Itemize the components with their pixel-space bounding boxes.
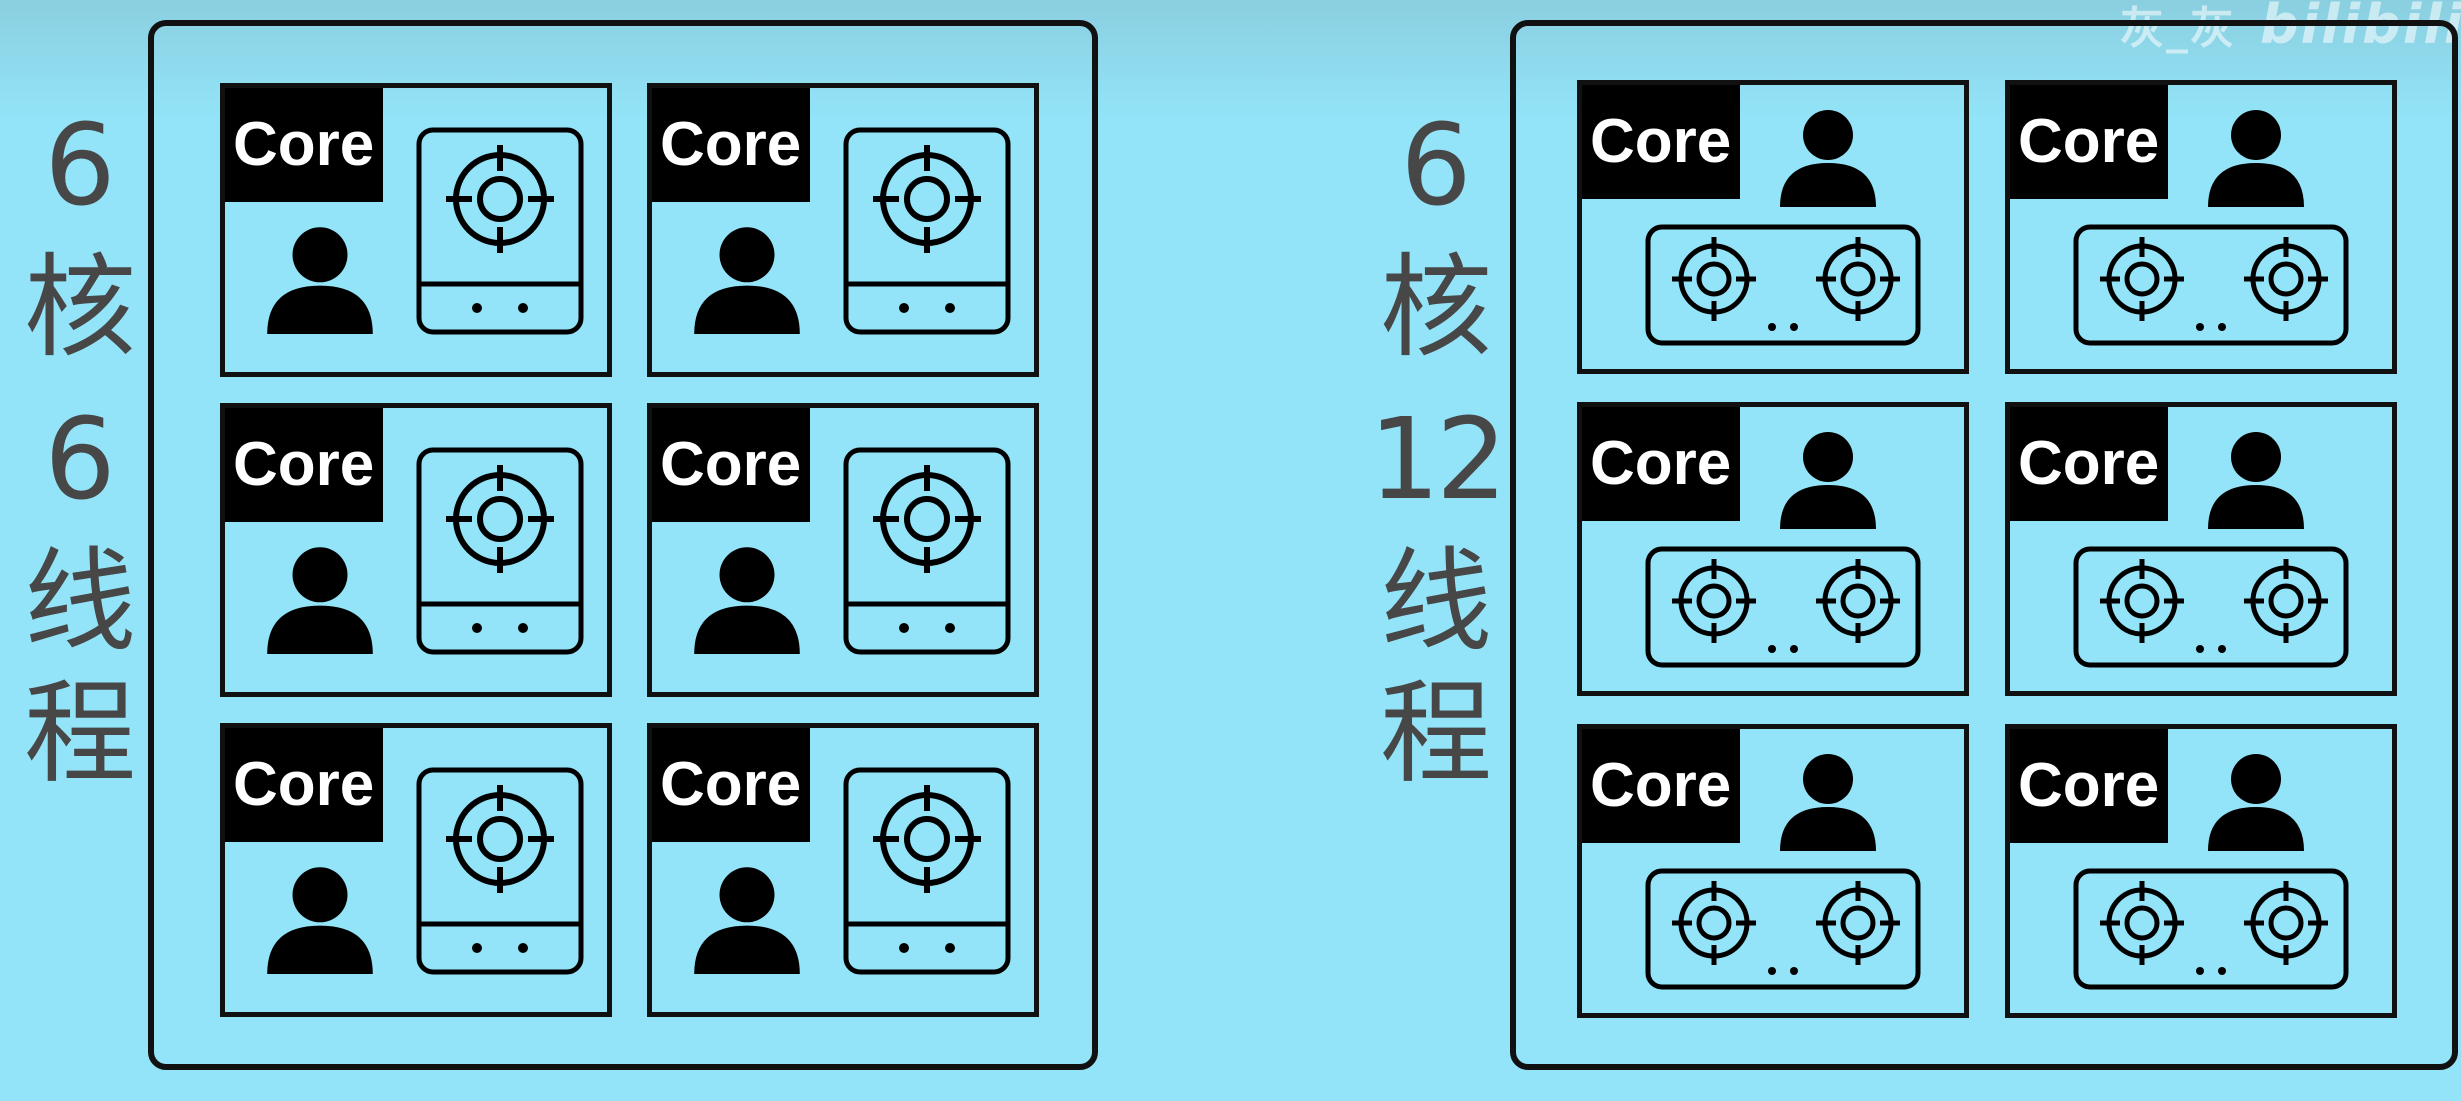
single-burner-stove-icon (843, 767, 1011, 975)
right-label-char: 线 (1380, 537, 1492, 667)
single-burner-stove-icon (416, 767, 584, 975)
core-cell: Core (220, 403, 612, 697)
core-label: Core (225, 728, 383, 842)
left-label-char: 核 (24, 243, 136, 373)
watermark-brand: bilibili (2260, 0, 2461, 56)
left-diagram-label: 6 核 6 线 程 (0, 110, 160, 790)
right-label-char: 核 (1380, 243, 1492, 373)
core-label: Core (652, 408, 810, 522)
right-label-char: 程 (1380, 669, 1492, 799)
core-label: Core (225, 408, 383, 522)
core-cell: Core (647, 83, 1039, 377)
core-label: Core (225, 88, 383, 202)
person-icon (267, 227, 373, 334)
left-label-char: 6 (44, 395, 116, 525)
person-icon (1780, 110, 1876, 207)
double-burner-stove-icon (1645, 546, 1921, 668)
double-burner-stove-icon (2073, 224, 2349, 346)
watermark: 灰_灰 bilibili (2120, 0, 2461, 56)
core-cell: Core (2005, 724, 2397, 1018)
double-burner-stove-icon (1645, 224, 1921, 346)
core-label: Core (1582, 85, 1740, 199)
core-cell: Core (220, 83, 612, 377)
left-label-char: 6 (44, 101, 116, 231)
person-icon (2208, 110, 2304, 207)
core-cell: Core (1577, 724, 1969, 1018)
core-cell: Core (2005, 402, 2397, 696)
single-burner-stove-icon (843, 447, 1011, 655)
person-icon (1780, 432, 1876, 529)
person-icon (267, 867, 373, 974)
right-diagram-label: 6 核 12 线 程 (1356, 110, 1516, 790)
single-burner-stove-icon (416, 127, 584, 335)
person-icon (694, 547, 800, 654)
person-icon (694, 867, 800, 974)
core-cell: Core (647, 403, 1039, 697)
double-burner-stove-icon (2073, 868, 2349, 990)
person-icon (267, 547, 373, 654)
core-cell: Core (1577, 80, 1969, 374)
right-label-char: 12 (1368, 395, 1508, 525)
right-label-char: 6 (1400, 101, 1472, 231)
person-icon (694, 227, 800, 334)
person-icon (2208, 754, 2304, 851)
person-icon (1780, 754, 1876, 851)
core-label: Core (2010, 729, 2168, 843)
single-burner-stove-icon (416, 447, 584, 655)
core-label: Core (2010, 85, 2168, 199)
core-cell: Core (1577, 402, 1969, 696)
watermark-author: 灰_灰 (2120, 3, 2236, 54)
core-cell: Core (2005, 80, 2397, 374)
left-label-char: 线 (24, 537, 136, 667)
core-label: Core (652, 728, 810, 842)
core-label: Core (1582, 407, 1740, 521)
core-label: Core (2010, 407, 2168, 521)
left-label-char: 程 (24, 669, 136, 799)
left-diagram-panel (148, 20, 1098, 1070)
core-cell: Core (647, 723, 1039, 1017)
double-burner-stove-icon (2073, 546, 2349, 668)
core-label: Core (652, 88, 810, 202)
double-burner-stove-icon (1645, 868, 1921, 990)
core-label: Core (1582, 729, 1740, 843)
right-diagram-panel (1510, 20, 2458, 1070)
core-cell: Core (220, 723, 612, 1017)
single-burner-stove-icon (843, 127, 1011, 335)
person-icon (2208, 432, 2304, 529)
